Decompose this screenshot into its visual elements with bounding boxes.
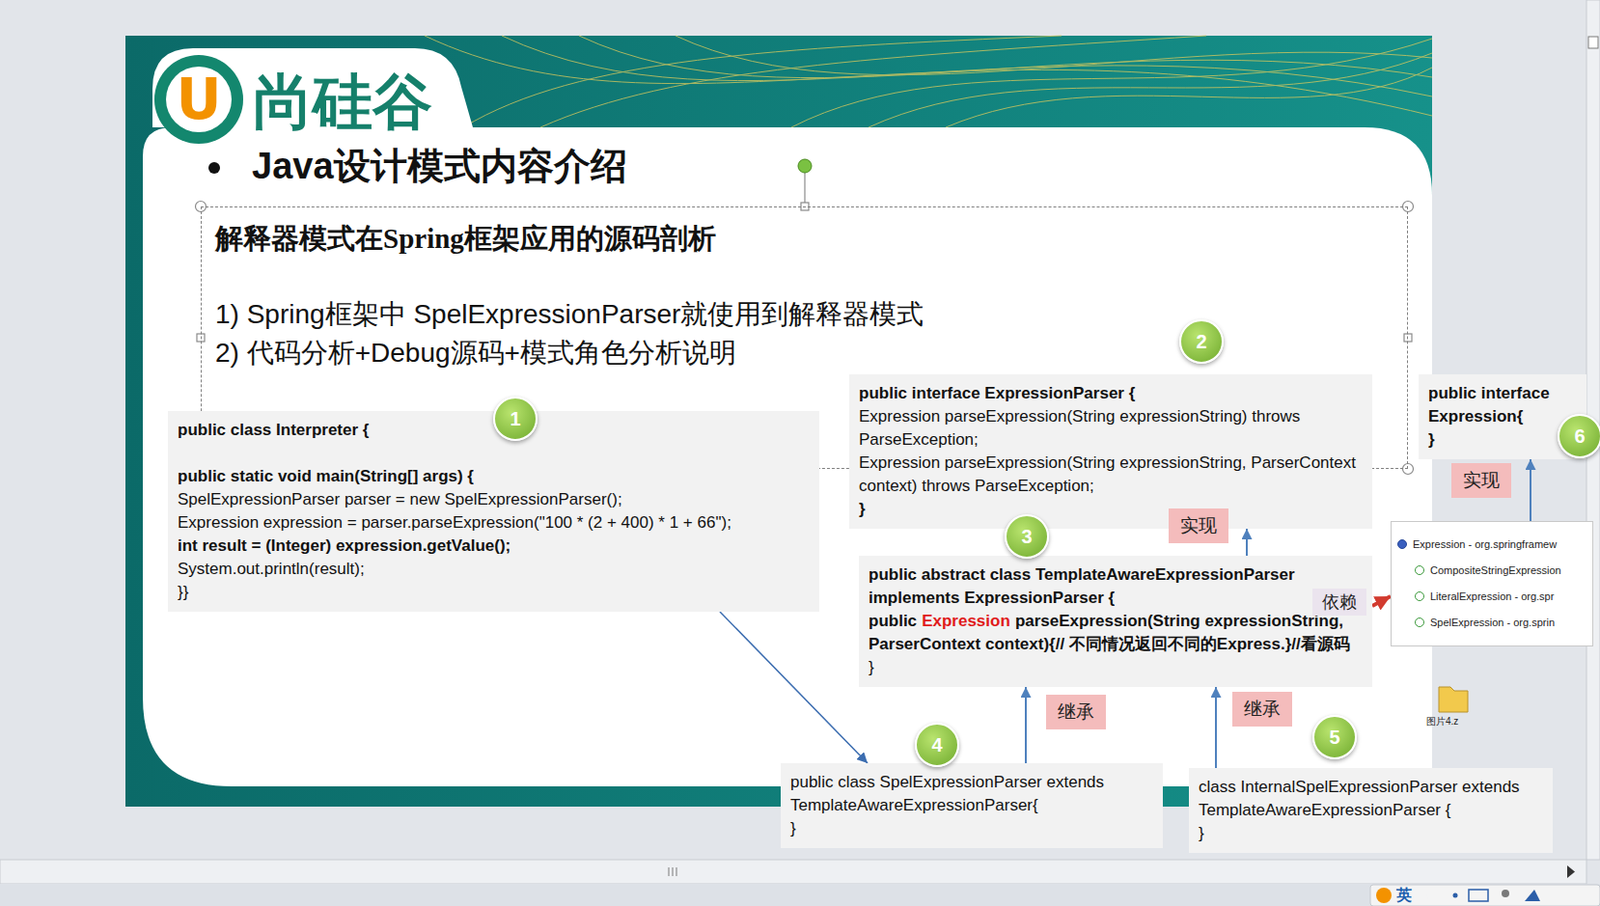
- node-text: public class SpelExpressionParser extend…: [790, 771, 1154, 818]
- swirl-line: [501, 35, 1433, 97]
- node-text: Expression parseExpression(String expres…: [858, 451, 1363, 498]
- callout-number: 3: [1004, 514, 1049, 559]
- callout-number: 4: [914, 722, 960, 768]
- class-box: class InternalSpelExpressionParser exten…: [1188, 768, 1553, 854]
- corner-handle: [1403, 464, 1414, 475]
- edge-label: 实现: [1168, 508, 1229, 544]
- grip-line: [668, 867, 670, 877]
- node-text: Expression - org.springframew: [1395, 531, 1589, 558]
- class-box: public abstract class TemplateAwareExpre…: [858, 555, 1373, 688]
- edge-label: 实现: [1451, 463, 1512, 498]
- node-text: }: [790, 817, 1154, 841]
- node-text: public interface Expression{: [1428, 382, 1577, 429]
- swirl-line: [579, 35, 1433, 79]
- ime-moon: [1427, 889, 1438, 903]
- node-text: class InternalSpelExpressionParser exten…: [1198, 775, 1544, 823]
- node-text: }}: [177, 580, 810, 605]
- node-text: Expression: [921, 611, 1011, 631]
- pane-icon: [1588, 36, 1599, 49]
- connector: [1024, 687, 1027, 764]
- file-name: 图片4.z: [1426, 716, 1459, 728]
- node-text: 解释器模式在Spring框架应用的源码剖析: [215, 219, 1394, 258]
- interface-box: public interface ExpressionParser {Expre…: [849, 374, 1373, 529]
- horizontal-scrollbar: [0, 859, 1587, 884]
- scroll-arrow: [1567, 865, 1575, 879]
- node-text: CompositeStringExpression: [1395, 557, 1589, 584]
- node-text: System.out.println(result);: [177, 557, 810, 581]
- swirl-line: [463, 35, 1062, 128]
- slide-ground: [125, 35, 1433, 807]
- status-bar: [0, 883, 1600, 906]
- edge-label: 依赖: [1312, 588, 1367, 616]
- node-text: Expression parseExpression(String expres…: [858, 405, 1363, 452]
- node-text: public: [868, 611, 917, 631]
- code-box: public class Interpreter {public static …: [167, 411, 820, 612]
- slide-content-area: [142, 127, 1433, 787]
- logo-text: 尚硅谷: [252, 67, 433, 138]
- connector: [1245, 528, 1248, 556]
- callout-number: 1: [493, 396, 538, 442]
- callout-number: 5: [1312, 715, 1357, 760]
- swirl-line: [675, 35, 1433, 76]
- connector: [1214, 687, 1217, 769]
- class-box: public class SpelExpressionParser extend…: [780, 763, 1163, 849]
- side-handle: [1404, 333, 1412, 342]
- node-text: }: [868, 656, 1363, 680]
- grip-line: [672, 867, 674, 877]
- rotate-handle: [798, 159, 812, 173]
- ime-tray: [1370, 884, 1600, 906]
- ime-dot: [1453, 893, 1459, 899]
- connector: [1372, 596, 1391, 607]
- edge-label: 继承: [1232, 691, 1293, 727]
- type-hierarchy: Expression - org.springframewCompositeSt…: [1390, 521, 1594, 647]
- bullet: [208, 162, 221, 174]
- node-text: }: [858, 497, 1363, 522]
- callout-number: 2: [1179, 319, 1224, 364]
- scroll-grip: [668, 867, 677, 877]
- node-text: SpelExpressionParser parser = new SpelEx…: [177, 488, 810, 512]
- ime-user: [1501, 889, 1510, 898]
- connector: [719, 611, 868, 764]
- edge-label: 继承: [1046, 694, 1106, 730]
- swirl-line: [945, 67, 1433, 128]
- ime-keyboard: [1468, 889, 1489, 902]
- node-text: public interface ExpressionParser {: [858, 382, 1363, 406]
- node-text: LiteralExpression - org.spr: [1395, 583, 1589, 610]
- ime-tool: [1524, 889, 1541, 902]
- folder-icon: [1438, 687, 1468, 713]
- header-swirl: [424, 35, 1433, 128]
- node-text: }: [1428, 428, 1577, 452]
- slide-title: Java设计模式内容介绍: [251, 144, 628, 188]
- node-text: int result = (Integer) expression.getVal…: [177, 534, 810, 558]
- logo-inner: [165, 66, 232, 133]
- swirl-line: [424, 35, 1433, 116]
- logo-ring: [154, 55, 244, 144]
- swirl-line: [540, 35, 1207, 128]
- swirl-line: [791, 38, 1433, 128]
- logo-letter: U: [169, 67, 228, 132]
- node-text: public static void main(String[] args) {: [177, 465, 810, 489]
- node-text: Expression expression = parser.parseExpr…: [177, 511, 810, 535]
- rotate-stem: [803, 172, 805, 207]
- callout-number: 6: [1557, 413, 1600, 459]
- connector: [1529, 459, 1532, 522]
- node-text: }: [1198, 822, 1544, 846]
- grip-line: [676, 867, 678, 877]
- node-text: public abstract class TemplateAwareExpre…: [868, 563, 1363, 610]
- swirl-line: [868, 53, 1433, 128]
- node-text: SpelExpression - org.sprin: [1395, 609, 1589, 636]
- ime-indicator: 英: [1396, 885, 1412, 906]
- ime-logo: [1376, 887, 1392, 904]
